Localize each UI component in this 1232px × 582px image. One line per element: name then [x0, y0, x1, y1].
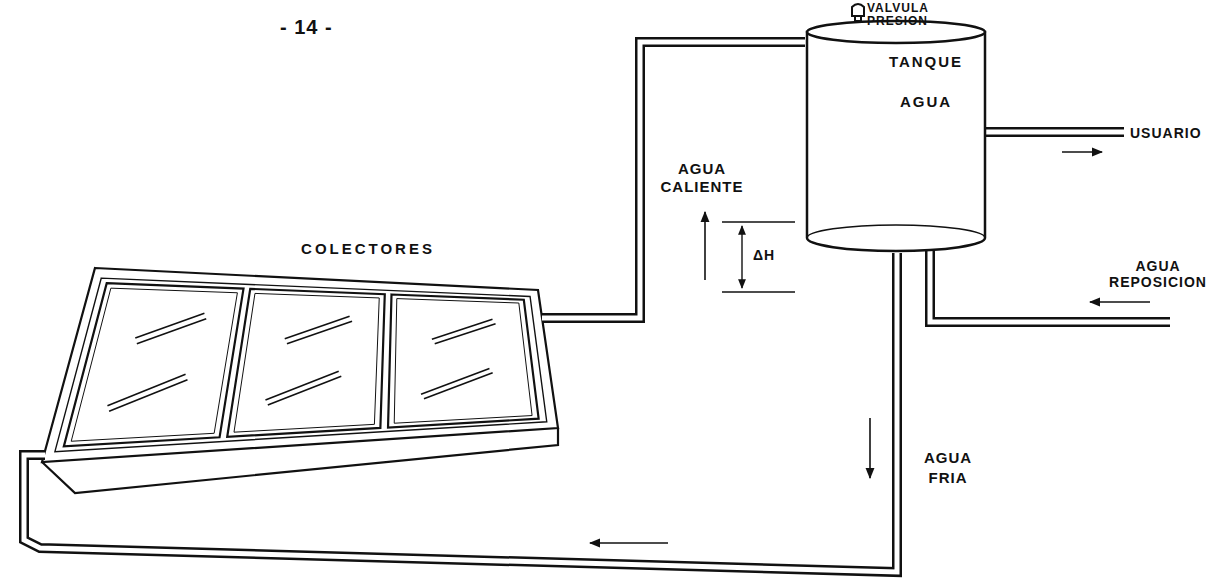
glass-glare: [137, 319, 206, 344]
glass-glare: [421, 368, 489, 394]
pipe-label: AGUA FRIA: [912, 448, 984, 488]
pipe-bore: [568, 42, 805, 318]
collector-outline: [38, 236, 568, 502]
glass-glare: [135, 313, 204, 338]
flow-arrow: [590, 542, 668, 544]
glass-pane-inner: [234, 293, 379, 432]
pipe-stub-bore: [542, 316, 568, 321]
pipe-stub-bore: [38, 453, 45, 458]
frame-outer: [42, 268, 558, 462]
tank-bottom-rim: [807, 225, 985, 238]
pipe-bore: [24, 253, 897, 572]
glass-glare: [287, 321, 352, 344]
solar-collector: COLECTORES: [38, 236, 568, 502]
dimension-label: ΔH: [753, 247, 793, 263]
pipe-wall: [568, 42, 805, 318]
pressure-valve: [852, 4, 864, 21]
glass-glare: [424, 373, 493, 399]
pipe-label: AGUA CALIENTE: [652, 160, 752, 196]
pipe-wall: [24, 253, 897, 572]
tank-cylinder: [807, 21, 985, 251]
glass-pane: [64, 283, 244, 446]
tank-body: [807, 32, 985, 251]
height-dimension: [722, 222, 795, 292]
flow-arrow: [1062, 151, 1102, 153]
glass-glare: [265, 371, 338, 400]
flow-arrow: [704, 212, 706, 280]
glass-glare: [435, 324, 496, 344]
inlet-label: AGUA REPOSICION: [1090, 258, 1226, 290]
dimension-line: [722, 221, 795, 222]
water-tank: TANQUE AGUA: [805, 18, 987, 253]
collector-heading: COLECTORES: [233, 239, 503, 259]
glass-pane-inner: [394, 299, 532, 424]
pipe-bore: [983, 130, 1124, 135]
glass-glare: [107, 374, 185, 405]
valve-body: [852, 4, 864, 16]
glass-pane: [227, 289, 385, 437]
valve-stem: [855, 16, 861, 21]
user-pipe: [983, 132, 1124, 133]
dimension-line: [722, 291, 795, 292]
dimension-arrow: [741, 226, 742, 288]
flow-arrow: [869, 418, 871, 478]
flow-arrow: [1090, 301, 1150, 303]
pipe-stub: [38, 450, 45, 460]
glass-pane-inner: [71, 288, 237, 441]
water-pipe: [568, 42, 805, 318]
page-number: - 14 -: [280, 16, 370, 39]
glass-glare: [268, 376, 341, 405]
valve-label: VALVULA PRESION: [867, 2, 952, 28]
glass-pane: [388, 294, 539, 427]
collector-frame: [42, 268, 558, 493]
pipe-stub: [542, 313, 568, 323]
tank-label: TANQUE AGUA: [871, 42, 981, 122]
glass-glare: [109, 380, 187, 412]
water-pipe: [24, 253, 897, 572]
outlet-label: USUARIO: [1130, 125, 1225, 141]
frame-inner: [55, 278, 547, 452]
glass-glare: [285, 316, 350, 338]
glass-glare: [432, 319, 493, 339]
